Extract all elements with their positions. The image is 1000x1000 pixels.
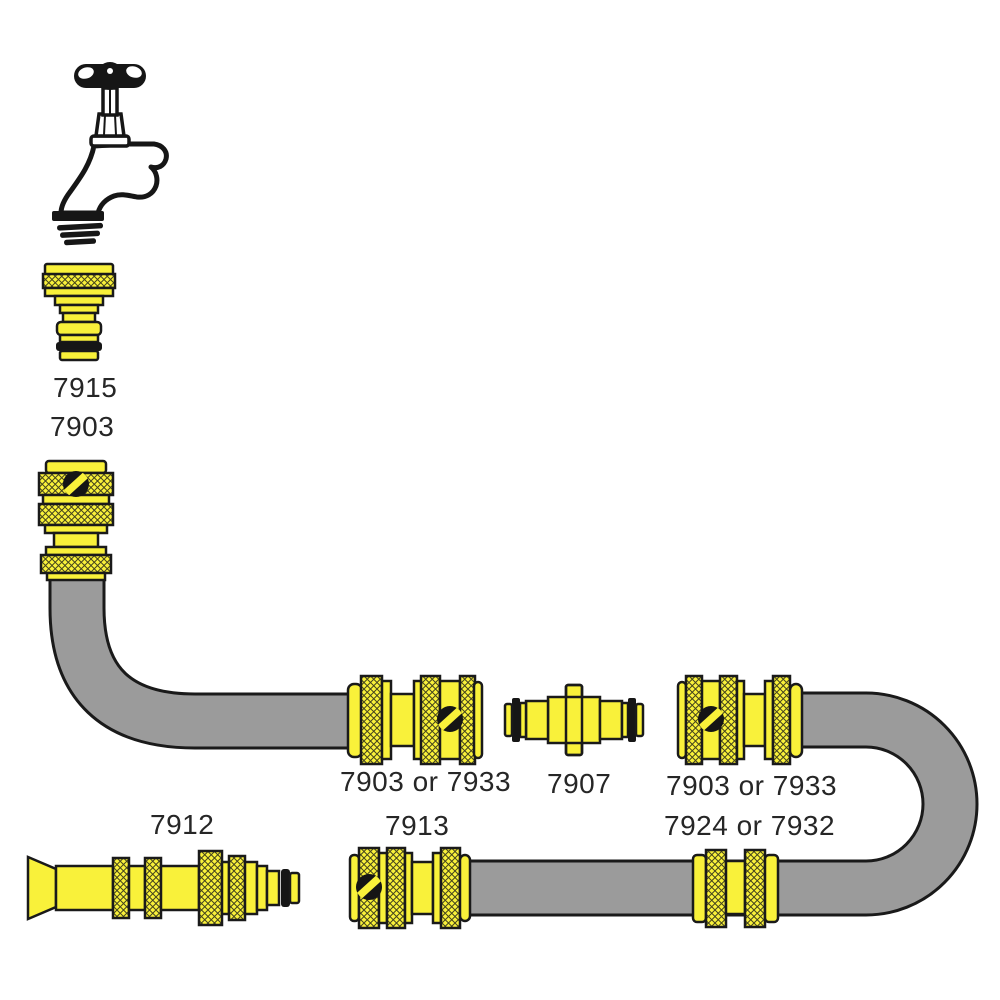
hose-section-left	[48, 575, 360, 750]
label-7913: 7913	[385, 810, 450, 841]
tap-icon	[52, 62, 169, 246]
label-7907: 7907	[547, 768, 612, 799]
nozzle-7912	[26, 849, 301, 927]
tap-handle	[74, 62, 146, 90]
coupler-7907	[503, 683, 645, 757]
tap-thread-lines	[57, 222, 104, 246]
label-7924-or-7932: 7924 or 7932	[664, 810, 836, 841]
label-7903-or-7933-left: 7903 or 7933	[340, 766, 512, 797]
connector-7903-7933-right	[676, 674, 804, 766]
hose-connector-vertical	[37, 459, 115, 582]
hose-section-right-uturn	[464, 691, 979, 917]
label-7903: 7903	[50, 411, 115, 442]
label-7915: 7915	[53, 372, 118, 403]
hose-repairer-7924-7932	[691, 848, 780, 929]
connector-7903-7933-left	[346, 674, 484, 766]
tap-adaptor-part	[41, 262, 117, 362]
label-7903-or-7933-right: 7903 or 7933	[666, 770, 838, 801]
connector-7913	[348, 846, 472, 930]
label-7912: 7912	[150, 809, 215, 840]
